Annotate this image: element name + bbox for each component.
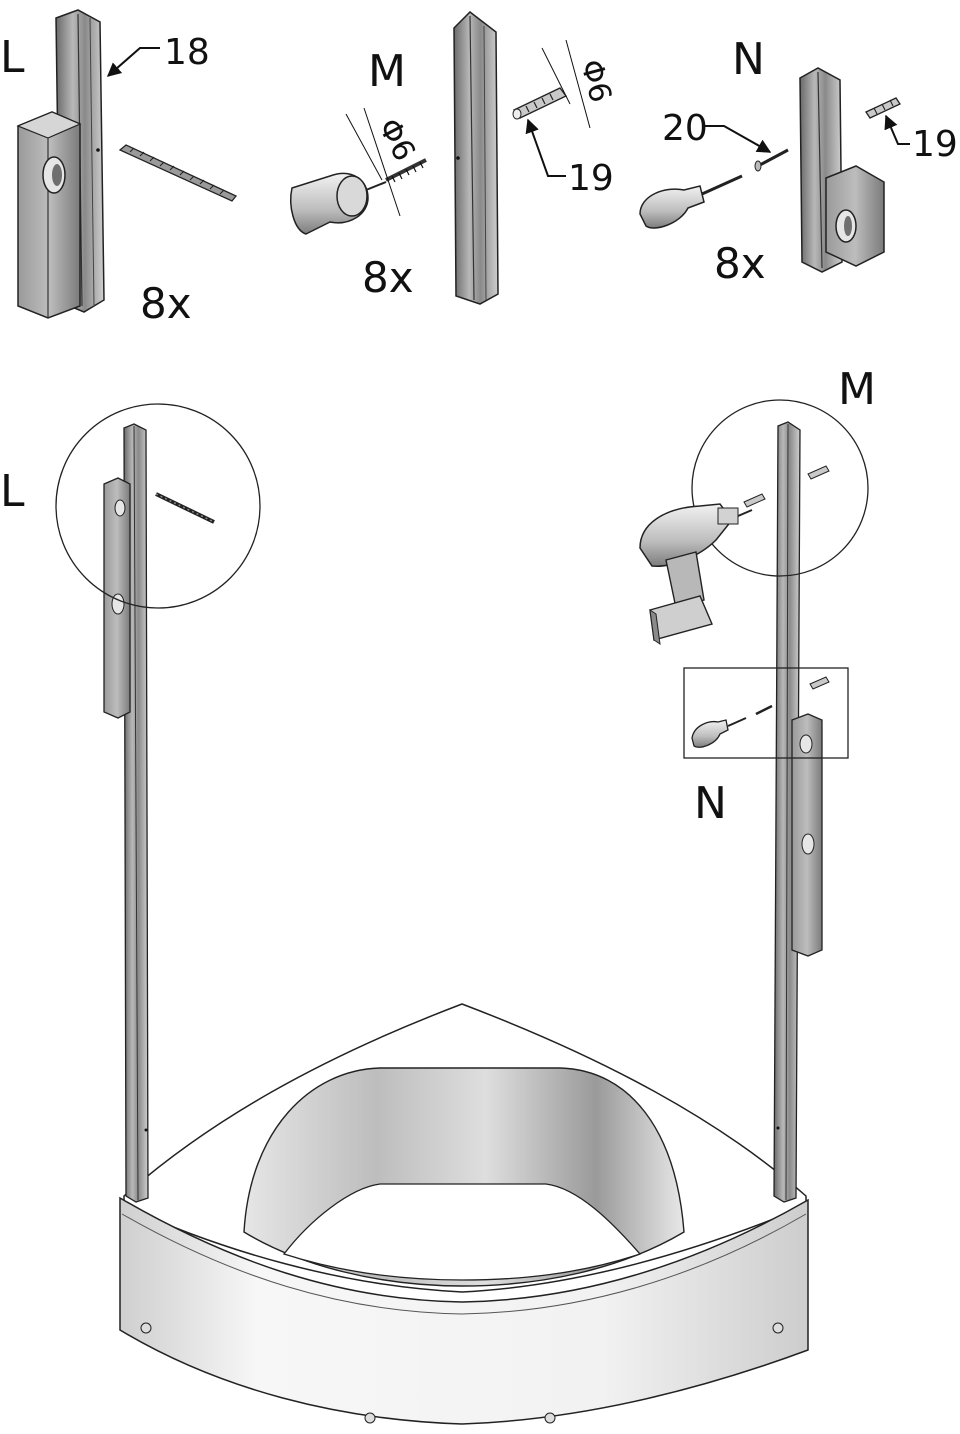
count-n-label: 8x <box>714 239 766 288</box>
detail-circle-l <box>55 403 261 609</box>
wall-profile-icon <box>103 423 149 1203</box>
count-m-label: 8x <box>362 253 414 302</box>
part-18-leader <box>106 47 160 77</box>
screw-icon <box>754 148 789 172</box>
screwdriver-icon <box>691 717 747 748</box>
wall-plug-icon <box>865 97 901 119</box>
step-n-label: N <box>732 34 765 85</box>
step-m-label: M <box>368 46 406 97</box>
drill-bit-icon <box>290 158 427 235</box>
count-l-label: 8x <box>140 279 192 328</box>
step-m-group: M Φ6 8x Φ6 19 <box>290 11 618 305</box>
wall-profile-icon <box>799 67 885 273</box>
part-19-n-leader <box>884 114 910 145</box>
detail-n-label: N <box>694 778 727 829</box>
part-20-leader <box>704 125 772 153</box>
step-l-group: L 18 8x <box>0 9 238 328</box>
wall-profile-icon <box>773 421 823 1203</box>
detail-l-label: L <box>0 466 25 517</box>
step-n-group: N 20 8x 19 <box>639 34 958 288</box>
detail-box-n <box>683 667 849 759</box>
part-18-label: 18 <box>164 32 210 73</box>
part-19-leader <box>525 118 566 177</box>
screw-icon <box>118 144 238 202</box>
part-19-label-m: 19 <box>568 158 614 199</box>
part-19-label-n: 19 <box>912 124 958 165</box>
wall-plug-icon <box>743 465 830 508</box>
part-20-label: 20 <box>662 108 708 149</box>
screw-icon <box>755 704 773 716</box>
wall-profile-icon <box>453 11 499 305</box>
cordless-drill-icon <box>639 503 753 646</box>
dimension-diameter-plug: Φ6 <box>573 56 618 106</box>
wall-plug-icon <box>512 87 567 120</box>
detail-m-label: M <box>838 364 876 415</box>
wall-profile-icon <box>16 9 105 319</box>
screwdriver-icon <box>639 174 743 229</box>
step-l-label: L <box>0 32 25 83</box>
detail-circle-m <box>691 399 869 577</box>
screw-icon <box>155 492 215 524</box>
main-assembly: L M <box>0 364 876 1425</box>
wall-plug-icon <box>809 676 830 690</box>
shower-tray-icon <box>119 1003 809 1425</box>
dimension-diameter-m: Φ6 <box>371 113 422 167</box>
